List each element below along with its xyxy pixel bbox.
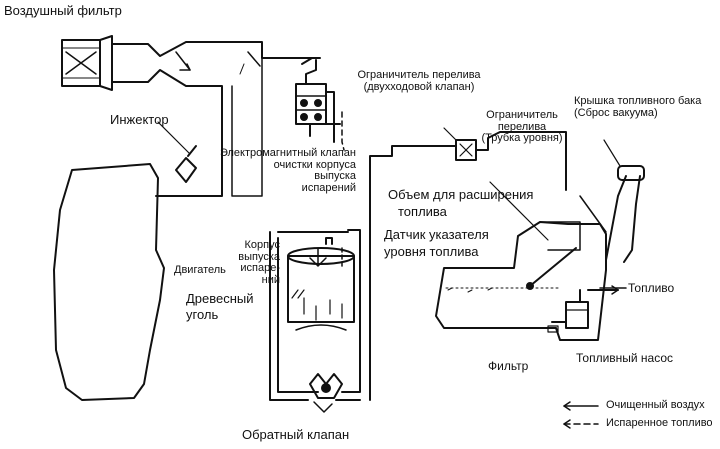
expansion-volume-label: Объем для расширения топлива xyxy=(388,188,533,218)
engine-block xyxy=(53,163,165,401)
expansion-volume-line-2: топлива xyxy=(398,203,447,219)
expansion-volume-line-1: Объем для расширения xyxy=(388,187,534,202)
check-valve-shape xyxy=(309,373,343,413)
legend-marks xyxy=(563,401,599,429)
overfill-limiter-two-way-line-2: (двухходовой клапан) xyxy=(363,80,475,93)
legend-fuel-vapor: Испаренное топливо xyxy=(606,417,713,429)
purge-valve-line-3: выпуска xyxy=(314,170,356,183)
purge-valve-line-2: очистки корпуса xyxy=(273,158,356,171)
charcoal-canister-shape xyxy=(287,237,355,331)
overfill-limiter-two-way-line-1: Ограничитель перелива xyxy=(357,69,481,81)
filter-label: Фильтр xyxy=(488,359,529,373)
legend-clean-air: Очищенный воздух xyxy=(606,399,705,411)
canister-housing-label: Корпус выпуска испаре- ний xyxy=(196,239,280,286)
fuel-cap-label: Крышка топливного бака (Сброс вакуума) xyxy=(574,95,702,119)
level-sensor-label: Датчик указателя уровня топлива xyxy=(384,228,489,258)
air-filter-label: Воздушный фильтр xyxy=(4,3,122,18)
overfill-limiter-level-tube-label: Ограничитель перелива (Трубка уровня) xyxy=(472,109,572,145)
canister-housing-line-2: выпуска xyxy=(238,250,280,263)
engine-label: Двигатель xyxy=(174,264,226,276)
purge-valve-shape xyxy=(295,57,327,137)
canister-housing-line-3: испаре- xyxy=(240,262,280,275)
purge-valve-line-1: Электромагнитный клапан xyxy=(219,147,356,159)
fuel-pump-label: Топливный насос xyxy=(576,351,674,365)
purge-valve-line-4: испарений xyxy=(301,181,356,194)
canister-housing-line-1: Корпус xyxy=(244,239,280,251)
intake-duct xyxy=(111,41,313,197)
fuel-tank-shape xyxy=(435,181,607,341)
level-sensor-line-2: уровня топлива xyxy=(384,243,479,259)
overfill-limiter-level-tube-line-3: (Трубка уровня) xyxy=(481,132,563,145)
fuel-pump-shape xyxy=(547,285,619,333)
charcoal-line-2: уголь xyxy=(186,306,219,322)
canister-housing-line-4: ний xyxy=(261,273,280,286)
level-sensor-line-1: Датчик указателя xyxy=(384,227,489,242)
charcoal-label: Древесный уголь xyxy=(186,292,254,321)
air-filter-shape xyxy=(61,35,113,91)
two-way-valve-shape xyxy=(443,127,567,191)
injector-shape xyxy=(157,121,197,183)
return-loop xyxy=(269,145,457,401)
fuel-out-label: Топливо xyxy=(628,281,675,295)
fuel-cap-line-2: (Сброс вакуума) xyxy=(574,106,658,119)
check-valve-label: Обратный клапан xyxy=(242,427,350,442)
overfill-limiter-two-way-label: Ограничитель перелива (двухходовой клапа… xyxy=(336,69,502,93)
charcoal-line-1: Древесный xyxy=(186,291,254,306)
overfill-limiter-level-tube-line-2: перелива xyxy=(497,120,547,133)
fuel-cap-line-1: Крышка топливного бака xyxy=(574,95,702,107)
overfill-limiter-level-tube-line-1: Ограничитель xyxy=(486,109,558,121)
filler-pipe-shape xyxy=(603,139,645,263)
injector-label: Инжектор xyxy=(110,112,169,127)
purge-valve-label: Электромагнитный клапан очистки корпуса … xyxy=(196,147,356,194)
